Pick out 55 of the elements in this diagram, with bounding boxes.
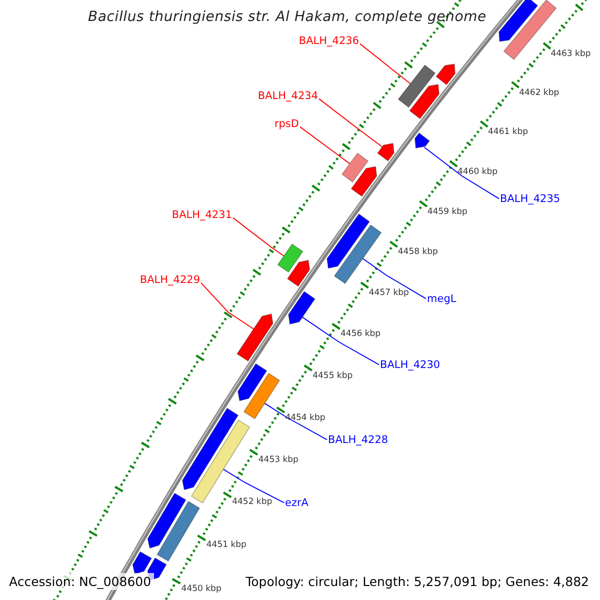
gene-block <box>147 492 186 549</box>
scale-label: 4461 kbp <box>488 127 528 138</box>
leader-line <box>360 43 411 84</box>
gene-label: megL <box>427 293 456 306</box>
scale-label: 4453 kbp <box>258 454 298 465</box>
leader-line <box>264 402 328 440</box>
gene-block <box>237 363 268 402</box>
gene-block <box>286 260 310 287</box>
gene-block <box>277 244 304 273</box>
scale-label: 4460 kbp <box>458 166 498 177</box>
gene-block <box>377 142 394 162</box>
gene-label: BALH_4236 <box>298 35 359 48</box>
scale-label: 4451 kbp <box>206 540 246 551</box>
leader-line <box>362 258 426 300</box>
gene-label: BALH_4234 <box>258 90 318 103</box>
gene-block <box>350 166 378 197</box>
scale-label: 4463 kbp <box>550 49 591 60</box>
gene-block <box>341 152 369 183</box>
scale-label: 4459 kbp <box>427 206 468 217</box>
gene-block <box>156 500 200 562</box>
gene-block <box>398 64 436 108</box>
leader-line <box>222 468 284 504</box>
scale-label: 4457 kbp <box>368 288 409 298</box>
leader-line <box>200 282 254 330</box>
gene-label: rpsD <box>274 118 299 131</box>
leader-line <box>232 217 284 256</box>
gene-label: BALH_4230 <box>380 359 440 372</box>
gene-block <box>334 224 382 284</box>
leader-line <box>302 316 380 366</box>
gene-block <box>288 290 316 325</box>
gene-block <box>326 213 370 269</box>
gene-block <box>409 84 440 120</box>
scale-label: 4454 kbp <box>285 412 326 423</box>
gene-block <box>243 372 280 420</box>
scale-label: 4455 kbp <box>312 370 353 381</box>
accession-text: Accession: NC_008600 <box>6 573 154 590</box>
leader-line <box>424 146 500 200</box>
scale-label: 4458 kbp <box>398 247 438 258</box>
scale-label: 4456 kbp <box>340 329 381 340</box>
gene-block <box>498 0 538 42</box>
gene-block <box>132 551 152 574</box>
scale-label: 4462 kbp <box>519 88 560 98</box>
diagram-title: Bacillus thuringiensis str. Al Hakam, complete genome <box>88 9 486 26</box>
scale-label: 4450 kbp <box>181 584 222 594</box>
gene-block <box>182 408 239 490</box>
gene-label: ezrA <box>285 497 308 510</box>
gene-block <box>236 314 274 362</box>
gene-label: BALH_4235 <box>500 193 560 206</box>
gene-block <box>414 132 430 148</box>
leader-line <box>300 126 350 164</box>
gene-label: BALH_4229 <box>140 274 200 287</box>
gene-label: BALH_4228 <box>328 434 388 447</box>
gene-label: BALH_4231 <box>172 209 232 222</box>
scale-label: 4452 kbp <box>232 497 272 508</box>
leader-line <box>318 98 383 148</box>
